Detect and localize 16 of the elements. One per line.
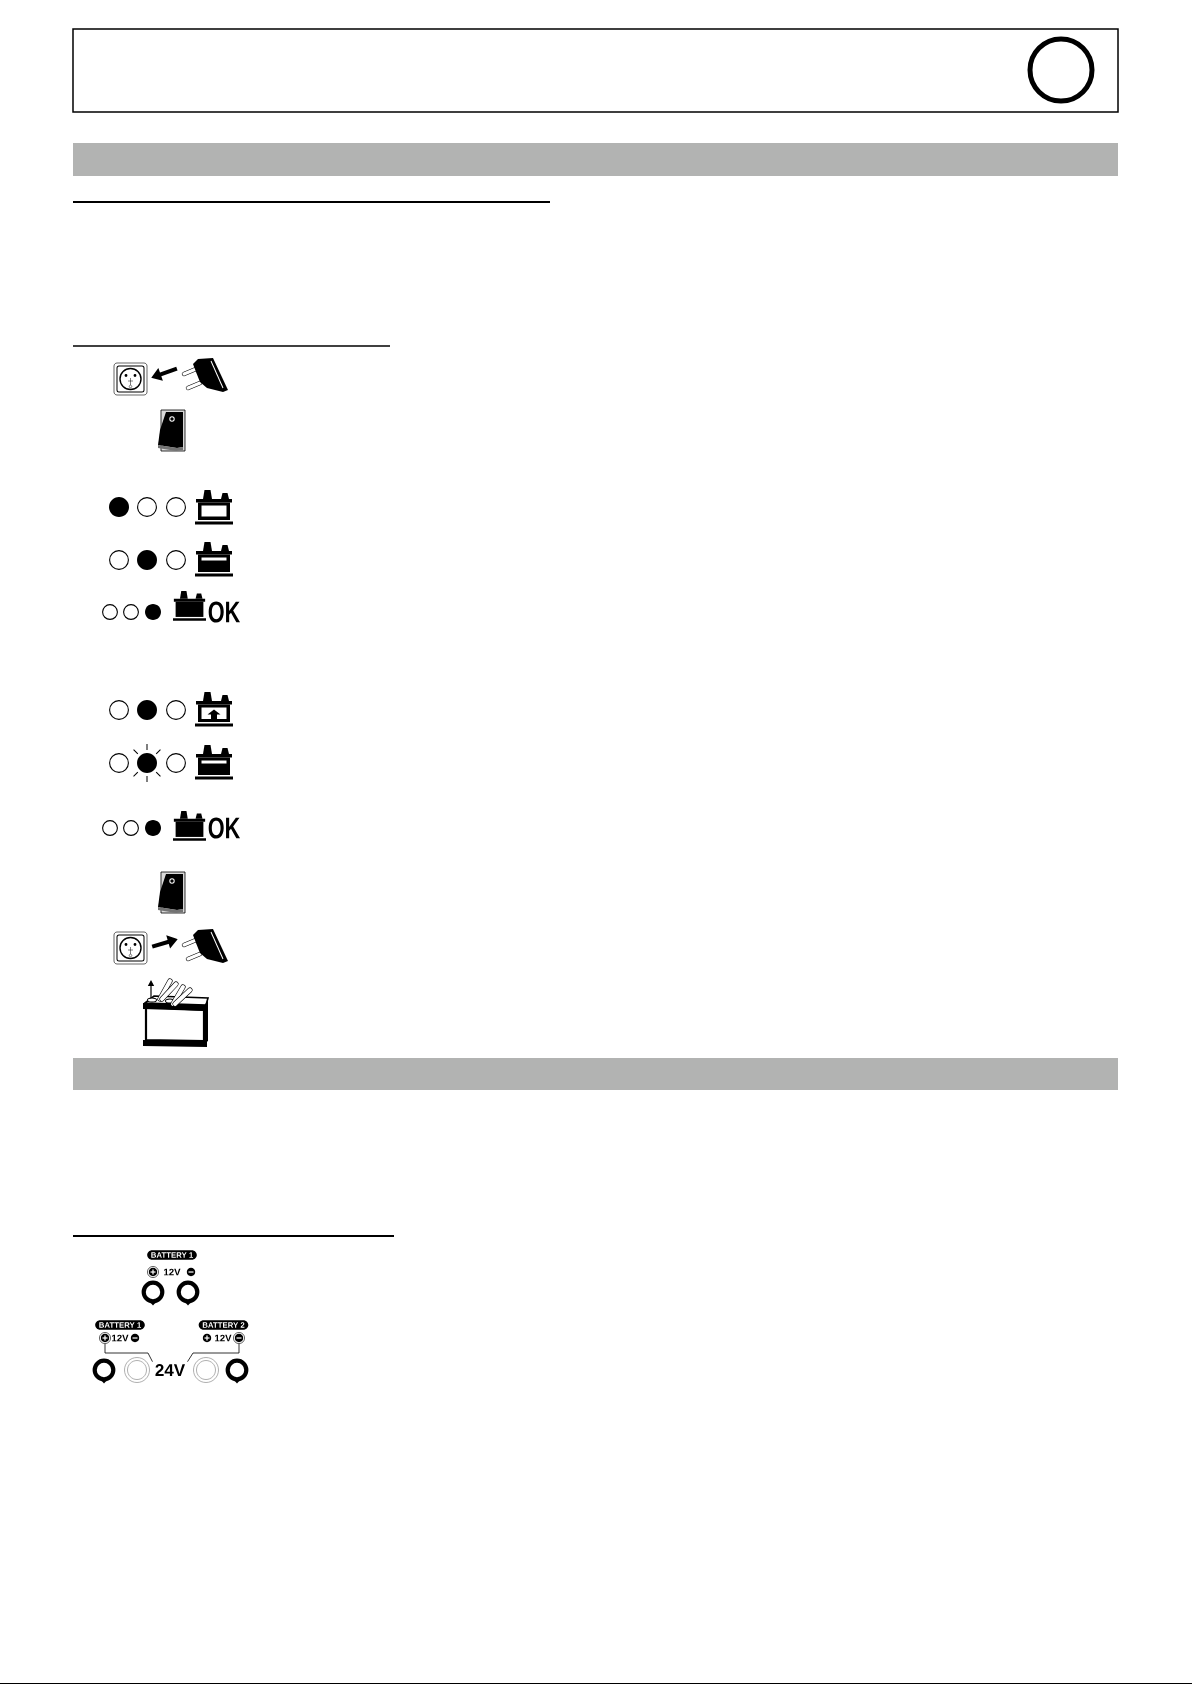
- plug-icon: [181, 358, 228, 392]
- section-bar: [73, 143, 1118, 176]
- status-text: OK: [208, 601, 240, 623]
- minus-terminal-symbol: [233, 1332, 245, 1344]
- socket-icon: [113, 362, 148, 396]
- voltage-label: 12V: [112, 1334, 129, 1342]
- plug-icon: [181, 929, 228, 963]
- voltage-label: 24V: [155, 1364, 185, 1376]
- connector-line: [187, 1343, 240, 1363]
- status-text: OK: [208, 817, 240, 839]
- voltage-label: 12V: [164, 1268, 181, 1276]
- plus-terminal-symbol: [99, 1332, 111, 1344]
- connector-line: [104, 1343, 153, 1363]
- voltage-label: 12V: [215, 1334, 232, 1342]
- socket-icon: [113, 931, 148, 965]
- section-bar: [73, 1058, 1118, 1090]
